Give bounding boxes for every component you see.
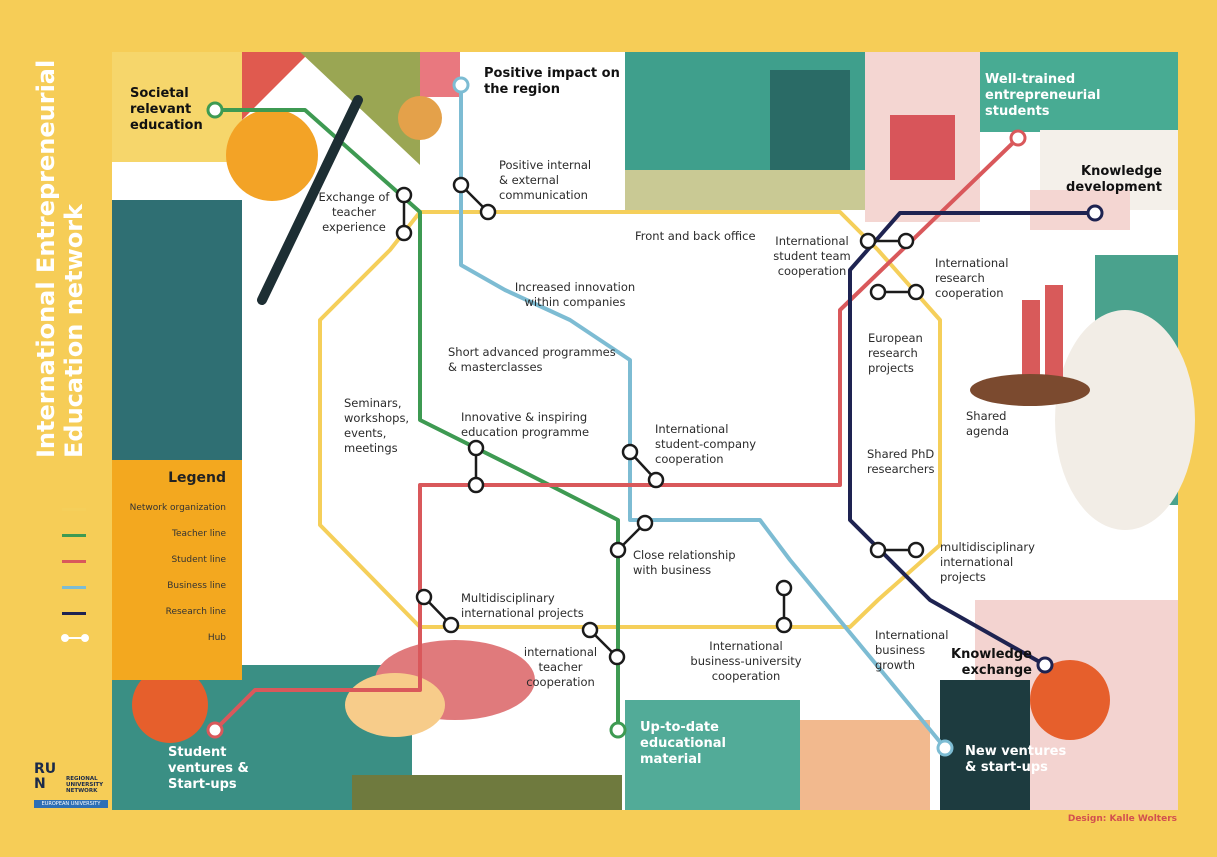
station-label: Multidisciplinary international projects — [461, 591, 584, 620]
hub — [581, 621, 626, 666]
legend-hub-icon — [61, 634, 89, 642]
teacher-line — [215, 108, 620, 730]
hub — [869, 541, 925, 559]
legend-item-network: Network organization — [129, 503, 226, 513]
legend-title: Legend — [168, 470, 226, 486]
legend-item-research: Research line — [165, 607, 226, 617]
terminal-positive — [452, 76, 470, 94]
run-logo: RUN REGIONAL UNIVERSITY NETWORK EUROPEAN… — [34, 760, 110, 810]
station-label: International research cooperation — [935, 256, 1009, 300]
legend: Legend Network organization Teacher line… — [48, 460, 238, 680]
poster-title: International Entrepreneurial Education … — [32, 59, 88, 458]
legend-swatch-teacher — [62, 534, 86, 537]
terminal-label-newventures: New ventures & start-ups — [965, 744, 1067, 775]
station-label: Positive internal & external communicati… — [499, 158, 592, 202]
logo-subtitle: EUROPEAN UNIVERSITY — [34, 800, 108, 808]
terminal-newventures — [936, 739, 954, 757]
station-label: Exchange of teacher experience — [318, 190, 390, 234]
hub — [609, 514, 654, 559]
terminal-knowex — [1036, 656, 1054, 674]
legend-item-student: Student line — [171, 555, 226, 565]
legend-item-hub: Hub — [207, 633, 226, 643]
terminal-label-positive: Positive impact on the region — [484, 66, 620, 97]
legend-swatch-business — [62, 586, 86, 589]
station-label: Close relationship with business — [633, 548, 736, 577]
terminal-societal — [206, 101, 224, 119]
background-illustration — [112, 52, 1195, 810]
legend-swatch-student — [62, 560, 86, 563]
terminal-label-welltrained: Well-trained entrepreneurial students — [985, 72, 1101, 119]
hubs — [395, 176, 925, 666]
business-line — [459, 85, 947, 750]
terminal-label-uptodate: Up-to-date educational material — [640, 720, 726, 767]
station-label: Short advanced programmes & masterclasse… — [448, 345, 616, 374]
terminal-uptodate — [609, 721, 627, 739]
terminal-label-societal: Societal relevant education — [130, 86, 203, 133]
station-label: International business-university cooper… — [690, 639, 802, 683]
terminal-label-studentventures: Student ventures & Start-ups — [168, 745, 249, 792]
legend-item-business: Business line — [167, 581, 226, 591]
terminal-label-knowdev: Knowledge development — [1066, 164, 1162, 195]
station-label: International business growth — [875, 628, 949, 672]
design-credit: Design: Kalle Wolters — [1067, 814, 1177, 824]
terminal-studentventures — [206, 721, 224, 739]
station-label: Shared PhD researchers — [867, 447, 935, 476]
pointer-stick — [257, 95, 363, 305]
station-label: Seminars, workshops, events, meetings — [344, 396, 410, 455]
legend-swatch-network — [62, 508, 86, 511]
hub — [415, 588, 460, 634]
hub — [869, 283, 925, 301]
hub — [467, 439, 485, 494]
terminal-welltrained — [1009, 129, 1027, 147]
student-line — [213, 136, 1020, 732]
hub — [452, 176, 497, 221]
logo-letters: RUN — [34, 761, 57, 792]
logo-line2: UNIVERSITY — [66, 782, 104, 788]
station-label: Front and back office — [635, 229, 756, 243]
station-label: Shared agenda — [966, 409, 1010, 438]
terminal-label-knowex: Knowledge exchange — [951, 647, 1032, 678]
station-label: multidisciplinary international projects — [940, 540, 1035, 584]
station-label: Increased innovation within companies — [514, 280, 636, 309]
hub — [395, 186, 413, 242]
station-label: international teacher cooperation — [523, 645, 598, 689]
terminal-knowdev — [1086, 204, 1104, 222]
research-line — [848, 211, 1095, 667]
hub — [859, 232, 915, 250]
station-label: Innovative & inspiring education program… — [461, 410, 590, 439]
logo-line3: NETWORK — [66, 788, 98, 794]
legend-item-teacher: Teacher line — [171, 529, 226, 539]
station-label: International student-company cooperatio… — [655, 422, 757, 466]
hub — [621, 443, 665, 489]
hub — [775, 579, 793, 634]
legend-swatch-research — [62, 612, 86, 615]
station-label: European research projects — [868, 331, 923, 375]
logo-line1: REGIONAL — [66, 776, 98, 782]
station-label: International student team cooperation — [773, 234, 851, 278]
